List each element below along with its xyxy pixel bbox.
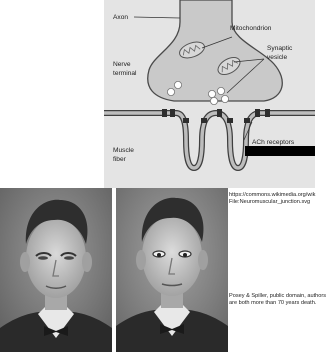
photo-credit: Posey & Spiller, public domain, authors … <box>229 293 334 307</box>
label-nerve-line1: Nerve <box>113 61 131 68</box>
label-ach-receptors: ACh receptors <box>252 139 295 146</box>
neuromuscular-junction-diagram: Axon Mitochondrion Synaptic vesicle Nerv… <box>104 0 315 188</box>
label-nerve-line2: terminal <box>113 70 137 77</box>
label-muscle-line1: Muscle <box>113 147 134 154</box>
source-file-line: File:Neuromuscular_junction.svg <box>229 199 336 206</box>
label-synaptic-line2: vesicle <box>267 54 287 61</box>
label-muscle-line2: fiber <box>113 156 127 163</box>
diagram-source-credit: https://commons.wikimedia.org/wik File:N… <box>229 192 336 206</box>
label-mitochondrion: Mitochondrion <box>230 25 272 32</box>
label-synaptic-line1: Synaptic <box>267 45 293 52</box>
portrait-photo-left <box>0 188 112 352</box>
source-url-line: https://commons.wikimedia.org/wik <box>229 192 336 199</box>
portrait-photo-right <box>116 188 228 352</box>
redaction-bar <box>245 146 315 156</box>
label-axon: Axon <box>113 14 128 21</box>
